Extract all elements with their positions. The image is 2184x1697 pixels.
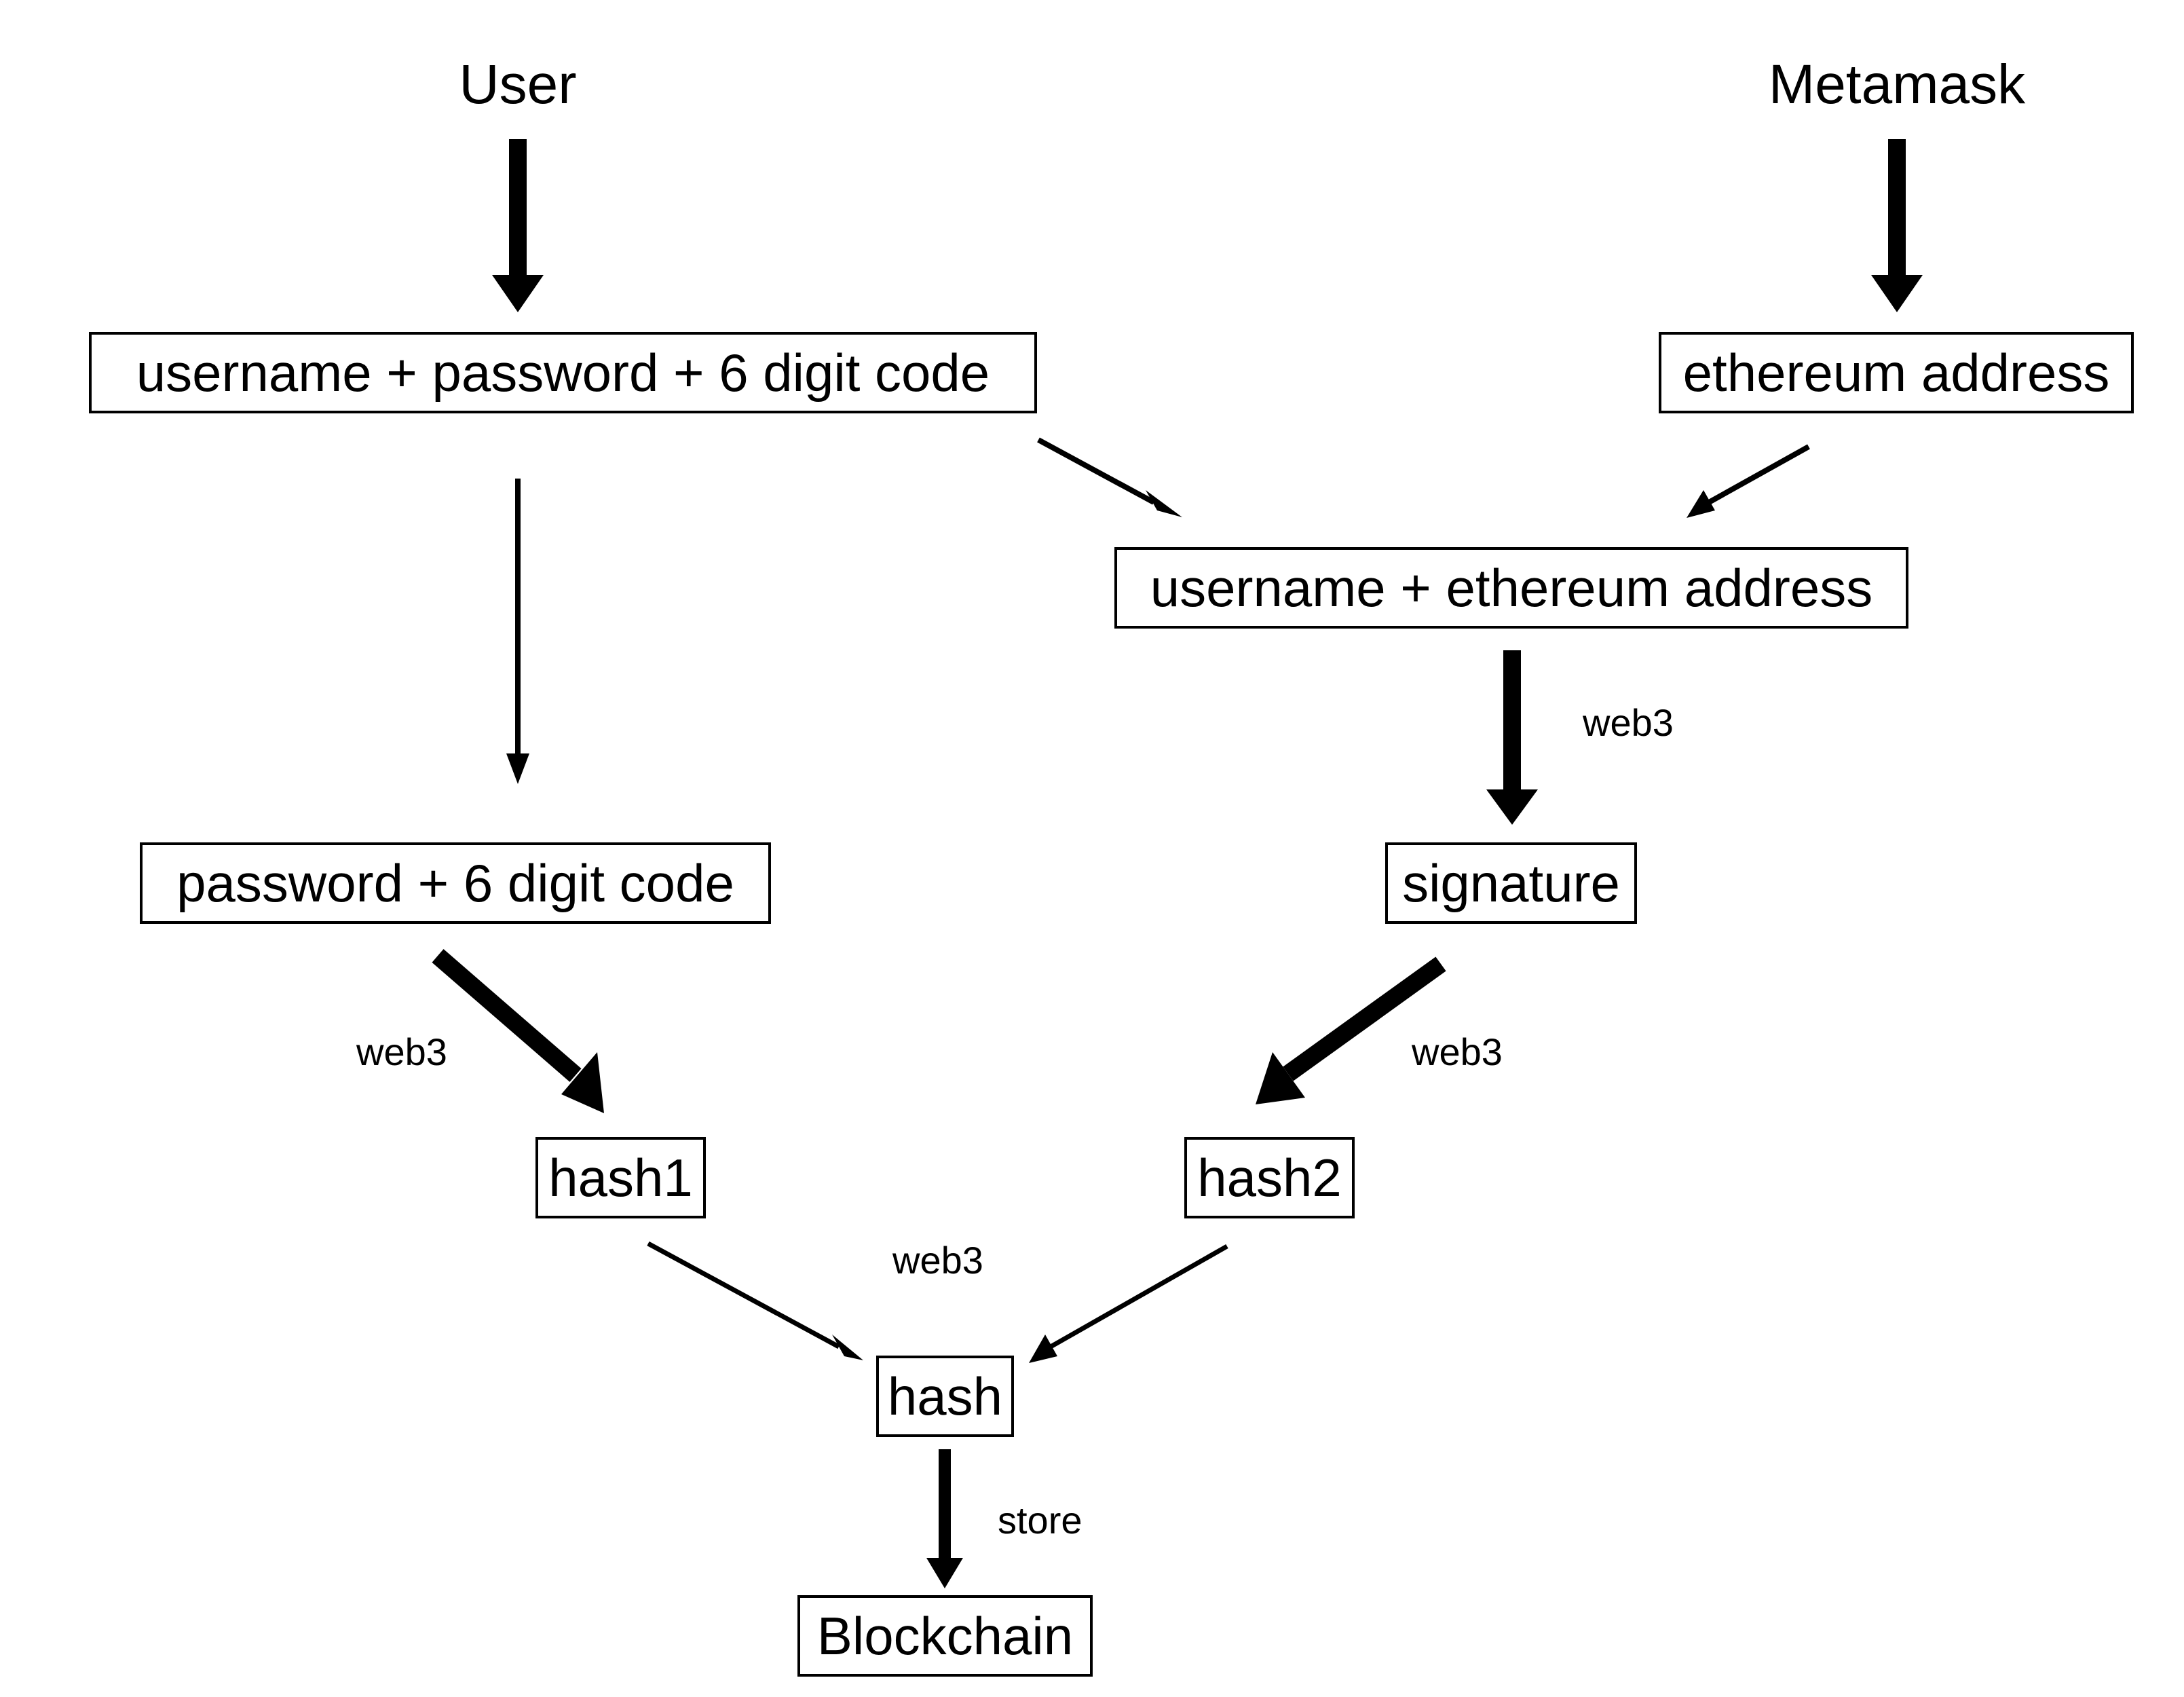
signature-node: signature [1385,842,1637,924]
web3-label-hash: web3 [892,1239,983,1282]
web3-label-signature: web3 [1583,701,1674,744]
user-heading: User [459,54,577,115]
arrow-hash2-to-hash [1029,1244,1228,1363]
web3-label-hash1: web3 [356,1030,447,1073]
blockchain-node: Blockchain [797,1595,1093,1677]
password-code-node: password + 6 digit code [140,842,771,924]
arrow-username-address-to-signature [1486,650,1538,825]
arrow-ethereum-address-to-username-address [1687,444,1810,518]
arrow-hash1-to-hash [647,1241,863,1360]
hash1-node: hash1 [535,1137,706,1218]
ethereum-address-node: ethereum address [1659,332,2134,413]
arrow-credentials-to-password-code [506,479,529,784]
arrow-hash-to-blockchain [926,1449,963,1588]
arrow-password-code-to-hash1 [432,949,604,1113]
username-address-node: username + ethereum address [1114,547,1908,629]
credentials-node: username + password + 6 digit code [89,332,1037,413]
arrow-metamask-to-ethereum-address [1871,139,1923,312]
web3-label-hash2: web3 [1412,1030,1503,1073]
arrow-user-to-credentials [492,139,544,312]
arrow-signature-to-hash2 [1256,956,1446,1104]
arrow-credentials-to-username-address [1037,437,1182,517]
hash2-node: hash2 [1184,1137,1355,1218]
hash-node: hash [876,1356,1014,1437]
metamask-heading: Metamask [1768,54,2026,115]
store-label: store [998,1499,1082,1542]
